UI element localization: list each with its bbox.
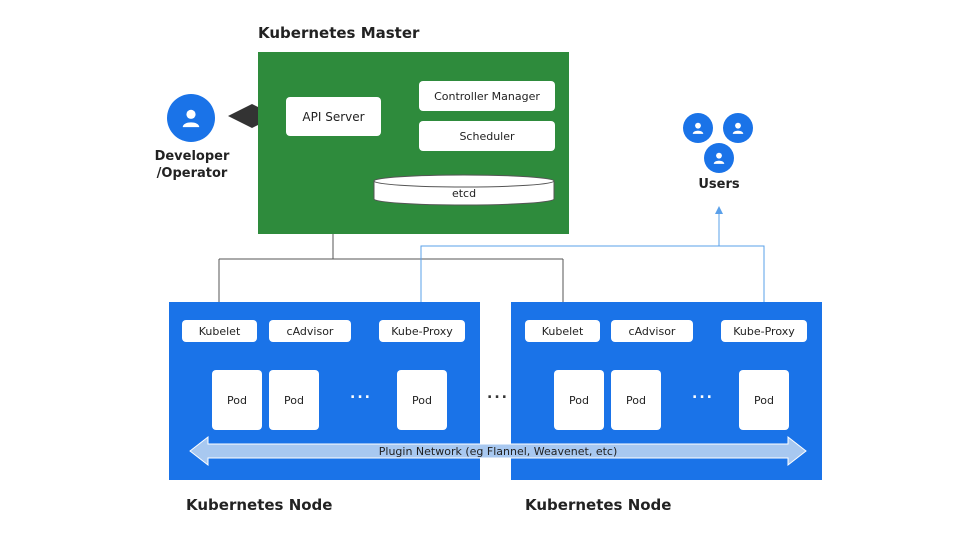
node-title-2: Kubernetes Node: [525, 496, 672, 514]
kubelet-box-2: Kubelet: [525, 320, 600, 342]
kube-proxy-box-1: Kube-Proxy: [379, 320, 465, 342]
user-icon: [713, 152, 725, 164]
pod-box: Pod: [611, 370, 661, 430]
user-avatar-2: [723, 113, 753, 143]
cadvisor-box-1: cAdvisor: [269, 320, 351, 342]
master-title: Kubernetes Master: [258, 24, 420, 42]
pod-ellipsis-2: ...: [692, 386, 714, 402]
user-avatar-1: [683, 113, 713, 143]
developer-label: Developer /Operator: [148, 148, 236, 182]
pod-box: Pod: [212, 370, 262, 430]
developer-label-line1: Developer: [154, 149, 230, 164]
user-icon: [692, 122, 704, 134]
user-icon: [182, 109, 200, 128]
controller-manager-box: Controller Manager: [419, 81, 555, 111]
scheduler-box: Scheduler: [419, 121, 555, 151]
user-avatar-3: [704, 143, 734, 173]
pod-box: Pod: [269, 370, 319, 430]
cadvisor-box-2: cAdvisor: [611, 320, 693, 342]
between-nodes-ellipsis: ...: [487, 386, 509, 402]
pod-box: Pod: [397, 370, 447, 430]
plugin-network-label: Plugin Network (eg Flannel, Weavenet, et…: [378, 444, 618, 458]
api-server-box: API Server: [286, 97, 381, 136]
kubelet-box-1: Kubelet: [182, 320, 257, 342]
pod-box: Pod: [739, 370, 789, 430]
developer-avatar: [167, 94, 215, 142]
etcd-label: etcd: [451, 186, 477, 200]
pod-ellipsis-1: ...: [350, 386, 372, 402]
users-label: Users: [698, 177, 740, 192]
proxy-users-bus: [420, 245, 765, 317]
user-icon: [732, 122, 744, 134]
developer-label-line2: /Operator: [156, 166, 228, 181]
kube-proxy-box-2: Kube-Proxy: [721, 320, 807, 342]
pod-box: Pod: [554, 370, 604, 430]
node-title-1: Kubernetes Node: [186, 496, 333, 514]
